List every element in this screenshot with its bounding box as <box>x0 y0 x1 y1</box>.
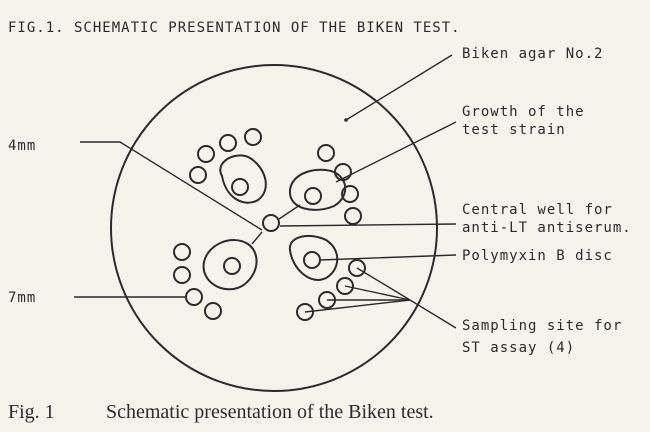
agar-plate <box>110 64 438 392</box>
label-growth-line2: test strain <box>462 122 566 138</box>
leader-polymyxin <box>319 254 457 261</box>
polymyxin-disc-lower-right <box>303 251 321 269</box>
sampling-site-ul-1 <box>197 145 215 163</box>
sampling-site-ll-4 <box>204 302 222 320</box>
label-central-well-line2: anti-LT antiserum. <box>462 220 632 236</box>
agar-point <box>344 118 348 122</box>
sampling-site-ur-4 <box>344 207 362 225</box>
polymyxin-disc-upper-right <box>304 187 322 205</box>
sampling-site-lr-2 <box>336 277 354 295</box>
sampling-site-ll-2 <box>173 266 191 284</box>
caption-label: Fig. 1 <box>8 401 55 423</box>
leader-growth <box>335 121 457 183</box>
label-biken-agar: Biken agar No.2 <box>462 46 603 62</box>
leader-central-well <box>279 223 457 227</box>
well-connector-left <box>251 231 263 245</box>
sampling-site-ll-1 <box>173 243 191 261</box>
well-connector-right <box>278 204 301 220</box>
leader-sampling-4 <box>304 299 411 313</box>
leader-sampling-1 <box>356 267 457 329</box>
growth-patch-upper-right <box>288 168 347 211</box>
polymyxin-disc-upper-left <box>231 178 249 196</box>
sampling-site-ur-1 <box>317 144 335 162</box>
sampling-site-ll-3 <box>185 288 203 306</box>
label-sampling-line2: ST assay (4) <box>462 340 575 356</box>
sampling-site-ul-2 <box>219 134 237 152</box>
label-central-well-line1: Central well for <box>462 202 613 218</box>
growth-patch-lower-right <box>288 234 339 281</box>
label-4mm: 4mm <box>8 138 36 154</box>
growth-patch-upper-left <box>219 154 267 204</box>
label-polymyxin: Polymyxin B disc <box>462 248 613 264</box>
label-sampling-line1: Sampling site for <box>462 318 622 334</box>
leader-sampling-2 <box>344 285 411 301</box>
figure-title: FIG.1. SCHEMATIC PRESENTATION OF THE BIK… <box>8 20 461 36</box>
label-growth-line1: Growth of the <box>462 104 585 120</box>
sampling-site-lr-1 <box>348 259 366 277</box>
polymyxin-disc-lower-left <box>223 257 241 275</box>
caption-text: Schematic presentation of the Biken test… <box>106 401 434 423</box>
leader-biken-agar <box>345 54 453 121</box>
sampling-site-ul-3 <box>244 128 262 146</box>
sampling-site-lr-4 <box>296 303 314 321</box>
central-well <box>262 214 280 232</box>
growth-patch-lower-left <box>202 239 258 291</box>
sampling-site-ur-2 <box>334 163 352 181</box>
label-7mm: 7mm <box>8 290 36 306</box>
leader-4mm <box>80 141 263 231</box>
sampling-site-ur-3 <box>341 185 359 203</box>
sampling-site-ul-4 <box>189 166 207 184</box>
